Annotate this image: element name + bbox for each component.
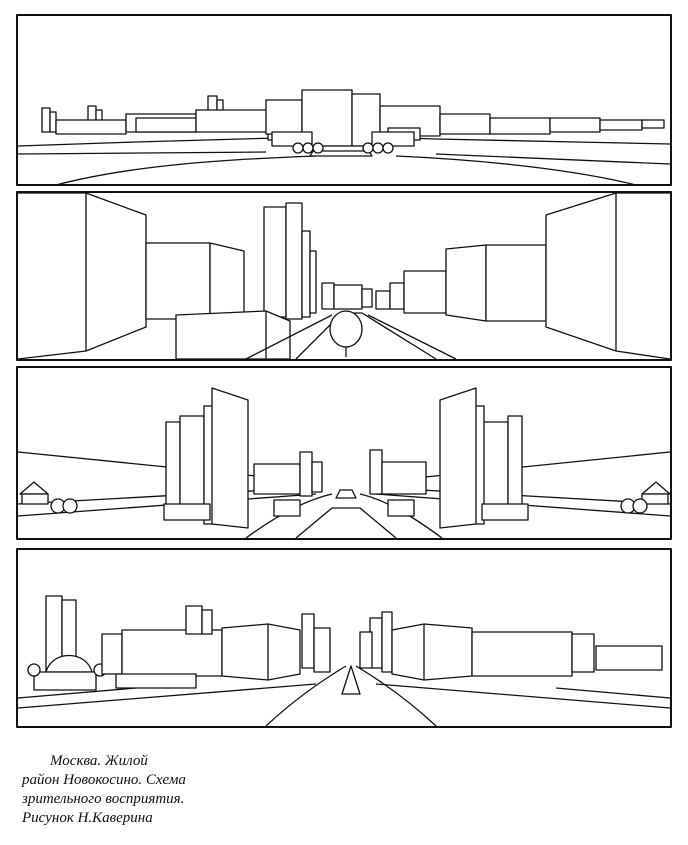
figure-caption: Москва. Жилой район Новокосино. Схема зр… <box>22 752 342 828</box>
caption-line-4: Рисунок Н.Каверина <box>22 810 153 826</box>
perspective-panel-1 <box>16 14 672 186</box>
perspective-panel-2 <box>16 191 672 361</box>
caption-line-1: Москва. Жилой <box>50 753 148 769</box>
caption-line-3: зрительного восприятия. <box>22 791 185 807</box>
caption-line-2: район Новокосино. Схема <box>22 772 186 788</box>
perspective-panel-4 <box>16 548 672 728</box>
perspective-panel-3 <box>16 366 672 540</box>
